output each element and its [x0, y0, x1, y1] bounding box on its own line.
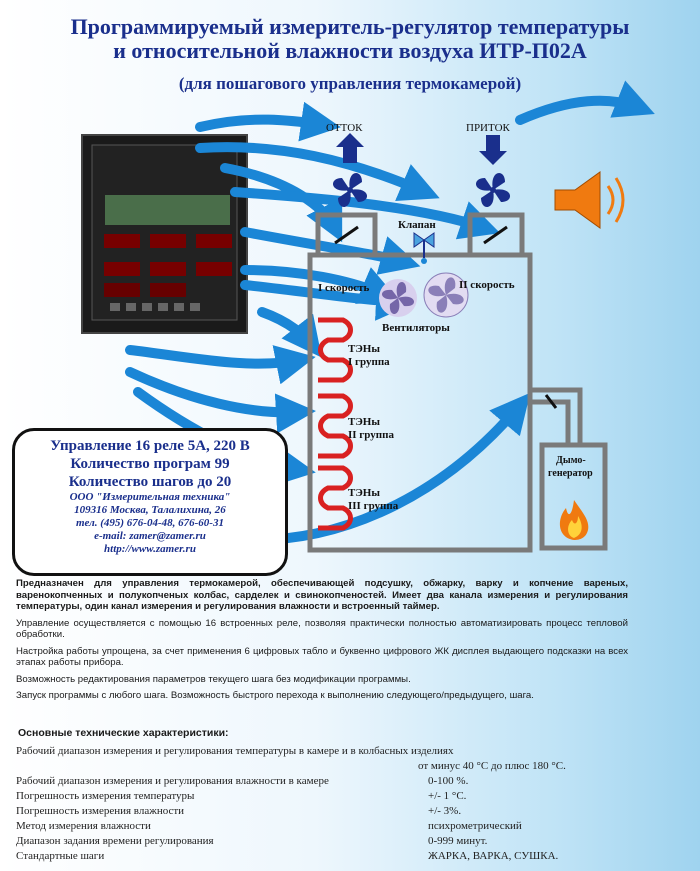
valve-label: Клапан — [398, 219, 436, 231]
speed-1-label: I скорость — [318, 282, 370, 294]
description-paragraph: Возможность редактирования параметров те… — [16, 673, 411, 685]
info-address: 109316 Москва, Талалихина, 26 — [74, 504, 226, 516]
chamber-outline — [307, 212, 608, 553]
fans-label: Вентиляторы — [382, 322, 450, 334]
heater-1-label: ТЭНы — [348, 343, 380, 355]
spec-name: Диапазон задания времени регулирования — [16, 835, 214, 847]
damper-icons — [334, 225, 558, 409]
spec-name: Рабочий диапазон измерения и регулирован… — [16, 745, 454, 757]
fan-icon — [475, 172, 511, 208]
spec-value: от минус 40 °С до плюс 180 °С. — [418, 760, 566, 772]
speed-2-label: II скорость — [459, 279, 515, 291]
heater-3-label: ТЭНы — [348, 487, 380, 499]
fan-icon — [332, 172, 368, 208]
smoke-gen-label-2: генератор — [548, 468, 593, 479]
description-paragraph: Предназначен для управления термокамерой… — [16, 578, 628, 612]
spec-name: Погрешность измерения влажности — [16, 805, 185, 817]
exhaust-label: ОТТОК — [326, 122, 363, 134]
description-paragraph: Настройка работы упрощена, за счет приме… — [16, 645, 628, 669]
fan-icon — [379, 279, 417, 317]
info-programs: Количество програм 99 — [70, 456, 230, 472]
specs-heading: Основные технические характеристики: — [18, 727, 229, 739]
flame-icon — [559, 500, 589, 540]
exhaust-arrow — [336, 133, 364, 163]
spec-value: +/- 3%. — [428, 805, 462, 817]
subtitle: (для пошагового управления термокамерой) — [178, 74, 522, 93]
spec-value: +/- 1 °С. — [428, 790, 467, 802]
info-phone: тел. (495) 676-04-48, 676-60-31 — [76, 517, 224, 529]
info-relay: Управление 16 реле 5А, 220 В — [50, 438, 250, 454]
heater-1-group: I группа — [348, 356, 390, 368]
spec-value: 0-100 %. — [428, 775, 469, 787]
info-web[interactable]: http://www.zamer.ru — [104, 543, 196, 555]
smoke-gen-label-1: Дымо- — [556, 455, 586, 466]
heater-2-group: II группа — [348, 429, 394, 441]
spec-name: Метод измерения влажности — [16, 820, 151, 832]
spec-name: Рабочий диапазон измерения и регулирован… — [16, 775, 329, 787]
description-paragraph: Запуск программы с любого шага. Возможно… — [16, 690, 534, 701]
description-paragraph: Управление осуществляется с помощью 16 в… — [16, 617, 628, 641]
valve-icon — [413, 232, 435, 264]
heater-3-group: III группа — [348, 500, 399, 512]
spec-value: психрометрический — [428, 820, 522, 832]
spec-value: ЖАРКА, ВАРКА, СУШКА. — [428, 850, 559, 862]
info-box: Управление 16 реле 5А, 220 В Количество … — [12, 428, 288, 576]
info-company: ООО "Измерительная техника" — [69, 491, 231, 503]
supply-label: ПРИТОК — [466, 122, 510, 134]
supply-arrow — [479, 135, 507, 165]
horn-icon — [554, 171, 625, 229]
info-email[interactable]: e-mail: zamer@zamer.ru — [94, 530, 206, 542]
spec-name: Погрешность измерения температуры — [16, 790, 195, 802]
spec-name: Стандартные шаги — [16, 850, 105, 862]
heater-coil-icon — [318, 317, 353, 531]
fan-icon — [423, 272, 469, 318]
spec-value: 0-999 минут. — [428, 835, 488, 847]
description: Предназначен для управления термокамерой… — [16, 578, 628, 707]
heater-2-label: ТЭНы — [348, 416, 380, 428]
title-line-2: и относительной влажности воздуха ИТР-П0… — [113, 38, 587, 63]
info-steps: Количество шагов до 20 — [68, 474, 232, 490]
signal-arrows — [125, 80, 655, 545]
title-line-1: Программируемый измеритель-регулятор тем… — [70, 14, 630, 39]
